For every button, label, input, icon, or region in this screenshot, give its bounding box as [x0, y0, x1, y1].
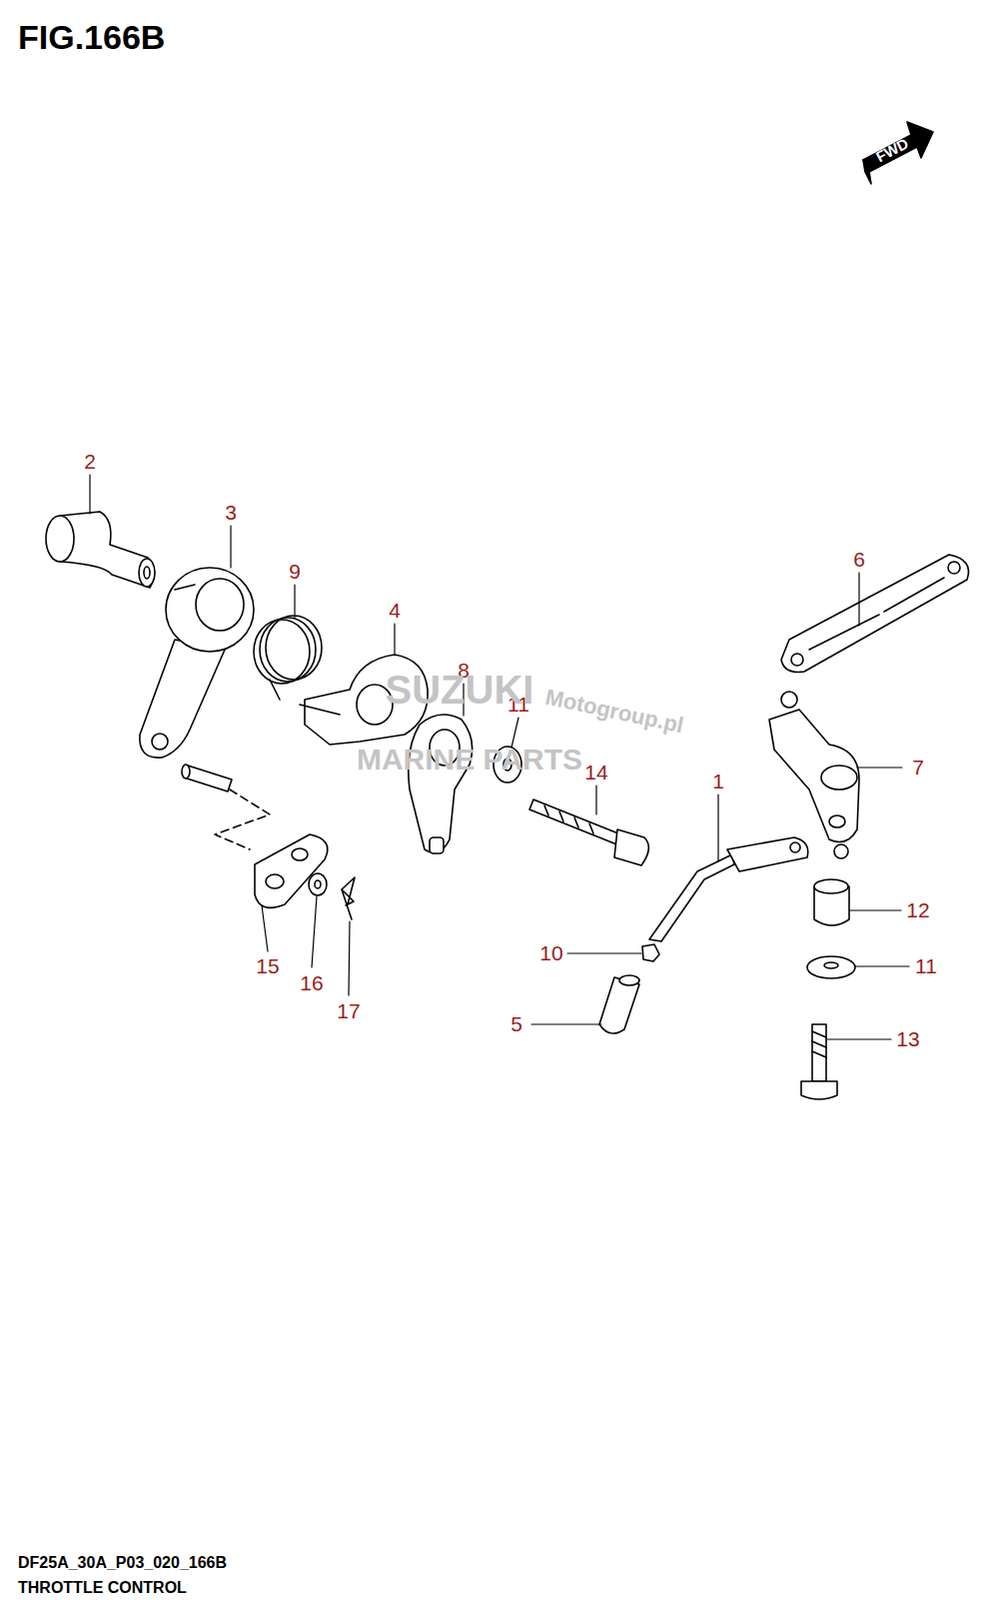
callout-number: 11 — [915, 954, 938, 979]
leader-lines — [89, 474, 910, 1039]
callout-number: 10 — [539, 941, 563, 966]
fwd-badge — [863, 121, 934, 172]
callout-number: 9 — [288, 559, 301, 584]
callout-number: 13 — [896, 1026, 920, 1051]
link-bar — [781, 554, 970, 673]
link-lever — [408, 714, 473, 854]
watermark: Motogroup.pl — [543, 684, 687, 740]
bolt — [801, 1023, 838, 1099]
callout-number: 2 — [83, 449, 96, 474]
bolt — [529, 799, 649, 866]
washer — [308, 873, 327, 896]
spacer — [814, 879, 850, 926]
spring — [253, 615, 322, 700]
figure-caption: THROTTLE CONTROL — [17, 1578, 187, 1597]
callout-number: 7 — [912, 755, 925, 780]
throttle-rod — [649, 837, 809, 942]
watermark: MARINE PARTS — [356, 742, 583, 777]
lever-arm — [181, 764, 328, 908]
callout-number: 16 — [299, 971, 323, 996]
callout-number: 1 — [712, 769, 725, 794]
clip — [341, 877, 355, 920]
bell-crank — [769, 691, 860, 859]
callout-number: 15 — [255, 954, 279, 979]
callout-number: 14 — [584, 760, 608, 785]
callout-number: 3 — [224, 500, 237, 525]
callout-number: 5 — [510, 1011, 523, 1036]
fwd-badge-shadow — [863, 159, 872, 184]
figure-title: FIG.166B — [17, 17, 165, 57]
callout-number: 6 — [853, 547, 866, 572]
callout-number: 17 — [336, 999, 360, 1023]
throttle-lever — [139, 567, 254, 758]
sleeve — [45, 511, 155, 588]
washer — [807, 956, 856, 979]
ball-joint — [599, 975, 640, 1033]
figure-code: DF25A_30A_P03_020_166B — [17, 1553, 227, 1572]
watermark: SUZUKI — [385, 667, 535, 713]
callout-number: 12 — [906, 898, 930, 923]
callout-number: 4 — [388, 598, 401, 623]
nut — [642, 944, 660, 962]
